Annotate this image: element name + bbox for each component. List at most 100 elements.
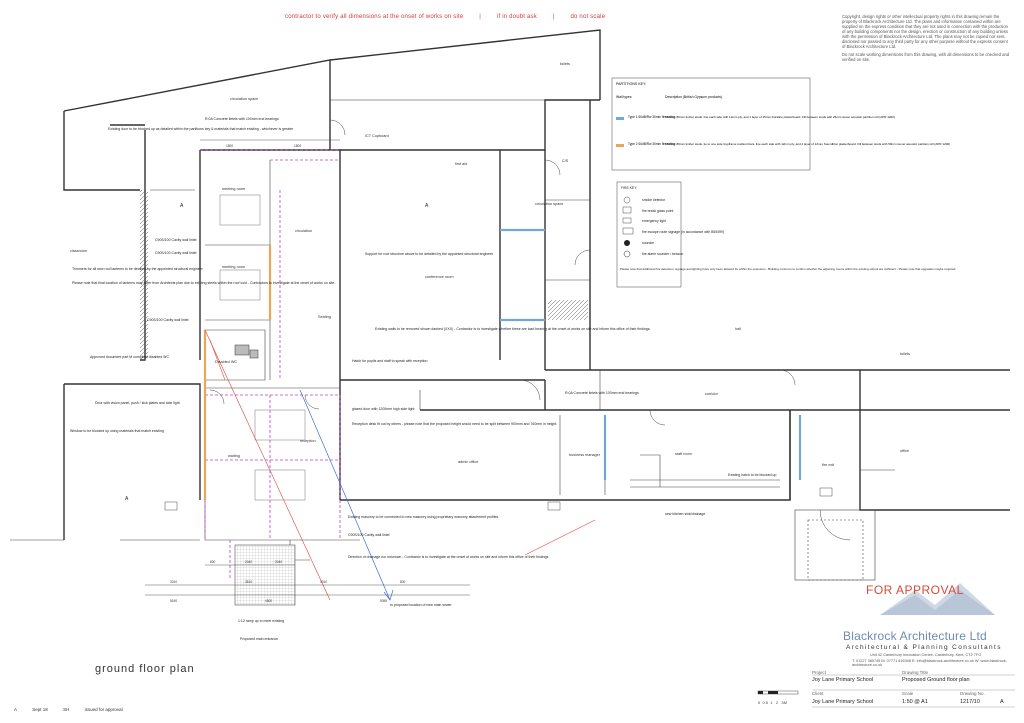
partition-type1-swatch [616,117,624,120]
note: C90S/100 Cavity wall lintel [155,251,197,255]
scale-tick: 0.5 [762,700,769,705]
section-marker: A [180,203,184,209]
revision-by: SH [63,707,70,712]
note: Hatch for pupils and staff to speak with… [352,359,427,363]
beacon-icon [623,250,631,258]
project-value: Joy Lane Primary School [812,677,874,683]
warning-dimensions: contractor to verify all dimensions at t… [285,14,464,20]
fire-key-item: fire alarm sounder / beacon [642,252,683,256]
masonry-hatch [140,190,148,360]
note: C90S/100 Cavity wall lintel [348,533,390,537]
wc-fittings [234,344,259,359]
room-label: C/S [562,159,569,163]
note: Support for roof structure above to be d… [365,252,494,256]
room-label: circulation [295,229,312,233]
dim-value: 1800 [226,144,233,148]
drainage-arrow [299,389,394,601]
partition-type2-label: Type 2 60dB/Rw 30min fire rating [628,142,675,146]
note: Door with vision panel, push / kick plat… [95,401,180,405]
partition-type1-label: Type 1 60dB/Rw 30min fire rating [628,115,675,119]
dim-value: 2040 [275,560,282,564]
emergency-light-icon [622,217,632,224]
revision-value: A [1000,699,1004,705]
dim-value: 4500 [265,599,272,603]
approval-stamp: FOR APPROVAL [866,583,964,597]
drawing-no-label: Drawing No. [960,691,985,696]
partitions-key-panel: PARTITIONS KEY: Wall types Description (… [611,77,950,171]
room-label: corridor [705,392,719,396]
sheet-title: ground floor plan [95,663,195,675]
scale-tick: 2 [775,700,779,705]
fire-exit-ramp [794,509,876,581]
partition-type2-swatch [616,144,624,147]
partition-type1-desc: 38mm x 89mm timber studs. line each side… [665,115,895,119]
dim-value: 5055 [380,599,387,603]
room-label: circulation space [535,202,563,206]
room-label: Disabled WC [215,360,237,364]
partitions-col-desc: Description (British Gypsum products) [665,95,722,99]
note: Please note that final location of lante… [72,281,335,285]
partitions-col-type: Wall types [616,95,632,99]
note: Reception desk fit out by others - pleas… [352,422,557,426]
scale-bar-labels: 0 0.5 1 2 3M [758,700,787,705]
annotation-notes: R:0A Concrete lintels with 100mm end bea… [70,117,777,641]
dim-value: 3510 [245,580,252,584]
dim-value: 800 [210,560,216,564]
entrance-ramp [234,544,296,606]
note: C90S/100 Cavity wall lintel [155,238,197,242]
fire-key-item: emergency light [642,219,666,223]
note: Approved document part M compliant disab… [90,355,169,359]
note: new kitchen sink/drainage [665,512,705,516]
note: Existing walls to be removed shown dashe… [375,327,650,331]
fire-key-item: fire escape route signage (in accordance… [642,230,724,234]
room-label: meeting room [222,265,245,269]
room-label: admin office [458,460,478,464]
dim-value: 3310 [320,580,327,584]
sounder-icon [624,240,630,246]
fire-key-item: smoke detector [642,198,666,202]
warning-doubt: if in doubt ask [496,14,537,20]
room-label: circulation space [230,97,258,101]
blackrock-logo-mark [880,583,995,615]
fire-key-note: Please note that additional fire detecti… [620,267,956,271]
new-partitions [203,228,802,500]
fire-key-item: fire break glass point [642,209,673,213]
room-label: hall [735,327,741,331]
room-label: meeting room [222,187,245,191]
note: R:0A Concrete lintels with 100mm end bea… [565,391,639,395]
scale-value: 1:50 @ A1 [902,699,928,705]
exit-sign-icons [164,487,833,511]
note: Existing hatch to be blocked up [728,473,777,477]
site-warning: contractor to verify all dimensions at t… [285,14,606,20]
dim-value: 1800 [294,144,301,148]
revision-letter: A [14,707,18,712]
smoke-detector-icon [623,196,631,204]
fire-key-title: FIRE KEY: [621,186,637,190]
note: Existing masonry to be connected to new … [348,515,499,519]
copyright-block: Copyright, design rights or other intell… [842,14,1012,62]
drawing-no-value: 1217/10 [960,699,980,705]
section-marker: A [125,496,129,502]
break-glass-icon [622,206,632,214]
dim-value: 800 [400,580,406,584]
revision-row: A Sept 18 SH issued for approval [14,707,137,712]
note: R:0A Concrete lintels with 100mm end bea… [205,117,279,121]
title-block-lines [812,674,1015,708]
door-swings [209,119,851,541]
fire-key-item: sounder [642,241,655,245]
room-label: Seating [318,315,331,319]
dimension-lines [145,139,470,596]
brand-address: Unit 42 Canterbury Innovation Centre, Ca… [870,653,982,657]
section-markers: A A A [125,203,429,502]
room-label: fire exit [822,463,835,467]
note: Direction of drainage run unknown - Cont… [348,555,549,559]
partitions-key-title: PARTITIONS KEY: [616,82,646,86]
brand-contact: T: 01227 385745 M: 07771 616348 E: info@… [852,659,1007,667]
note: Proposed main entrance [240,637,278,641]
copyright-note: Do not scale working dimensions from thi… [842,52,1010,62]
scale-tick: 0 [758,700,761,705]
room-label: staff room [675,452,692,456]
copyright-paragraph: Copyright, design rights or other intell… [842,14,1008,49]
project-label: Project [812,670,827,675]
